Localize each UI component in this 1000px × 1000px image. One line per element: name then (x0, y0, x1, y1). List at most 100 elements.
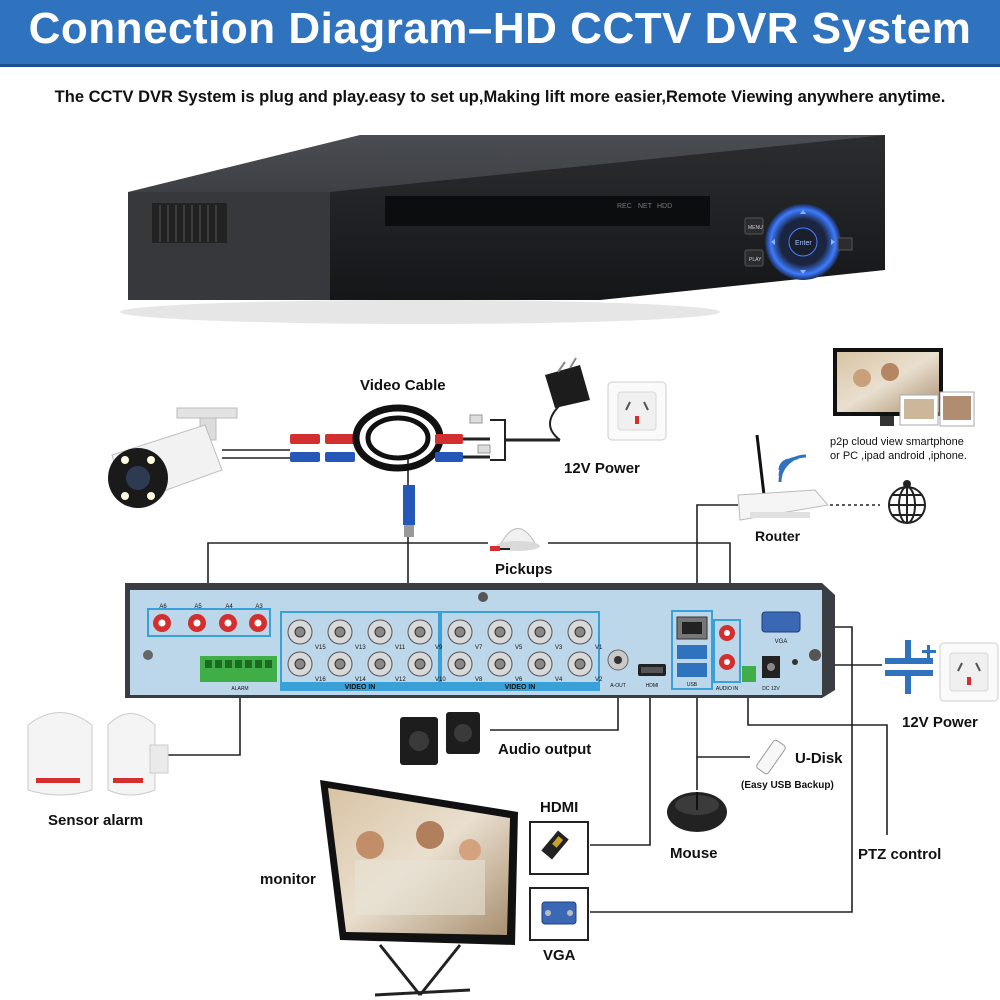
bullet-camera (108, 407, 238, 508)
bnc-port-center (334, 658, 346, 670)
bnc-port-center (534, 626, 546, 638)
bnc-label-v12: V12 (395, 677, 406, 683)
display-monitor (320, 780, 518, 997)
audio-out-port (607, 649, 629, 671)
cloud-view-line2: or PC ,ipad android ,iphone. (830, 450, 967, 462)
svg-text:A3: A3 (255, 604, 263, 610)
svg-text:A4: A4 (225, 604, 233, 610)
bnc-port-center (534, 658, 546, 670)
vga-cable-box (529, 887, 589, 941)
bnc-label-v9: V9 (435, 645, 443, 651)
hdmi-cable-box (529, 821, 589, 875)
bnc-port-center (454, 658, 466, 670)
indicator-net: NET (638, 203, 653, 210)
wall-socket-right (939, 642, 999, 702)
rca-a6 (153, 614, 171, 632)
svg-text:USB: USB (687, 682, 698, 688)
display-window (385, 196, 710, 226)
hdmi-label: HDMI (540, 799, 579, 816)
lan-usb-group (671, 610, 713, 690)
svg-text:DC 12V: DC 12V (762, 686, 780, 692)
title-banner: Connection Diagram–HD CCTV DVR System (0, 0, 1000, 67)
globe-icon (888, 480, 926, 524)
bnc-label-v14: V14 (355, 677, 366, 683)
audio-input-group (147, 608, 271, 637)
rca-a1 (719, 654, 735, 670)
audio-output-label: Audio output (498, 741, 592, 758)
bnc-port-center (334, 626, 346, 638)
bnc-port-center (454, 626, 466, 638)
video-cable-label: Video Cable (360, 377, 446, 394)
bnc-port-center (574, 626, 586, 638)
bnc-port-center (374, 626, 386, 638)
router-label: Router (755, 528, 801, 544)
svg-text:HDMI: HDMI (646, 683, 659, 689)
svg-text:Enter: Enter (795, 240, 812, 247)
bnc-port-center (294, 626, 306, 638)
usb-port-2 (677, 663, 707, 677)
u-disk-label: U-Disk (795, 750, 843, 767)
bnc-port-center (494, 626, 506, 638)
bnc-port-center (374, 658, 386, 670)
bnc-label-v8: V8 (475, 677, 483, 683)
wifi-icon (778, 454, 807, 483)
bnc-port-center (414, 626, 426, 638)
bnc-label-v16: V16 (315, 677, 326, 683)
dvr-front-view: REC NET HDD MENU PLAY Enter (120, 135, 885, 324)
sensor-alarm-label: Sensor alarm (48, 812, 144, 829)
sensor-alarm-devices (27, 712, 169, 796)
wall-socket-top (607, 381, 667, 441)
bnc-port-center (414, 658, 426, 670)
bnc-label-v6: V6 (515, 677, 523, 683)
dc-power-symbol (885, 640, 936, 694)
page-title: Connection Diagram–HD CCTV DVR System (28, 4, 972, 53)
rca-a5 (188, 614, 206, 632)
bnc-label-v5: V5 (515, 645, 523, 651)
monitor-label: monitor (260, 871, 316, 888)
mouse-label: Mouse (670, 845, 718, 862)
bnc-label-v3: V3 (555, 645, 563, 651)
mouse (667, 792, 727, 832)
pc-monitor-top (833, 348, 975, 427)
rca-a2 (719, 625, 735, 641)
bnc-port-center (494, 658, 506, 670)
power-right-label: 12V Power (902, 714, 978, 731)
bnc-port-center (294, 658, 306, 670)
bnc-label-v13: V13 (355, 645, 366, 651)
bnc-label-v4: V4 (555, 677, 563, 683)
bnc-port-center (574, 658, 586, 670)
cloud-view-line1: p2p cloud view smartphone (830, 436, 964, 448)
audio-in-group-right (713, 619, 741, 683)
rs485-terminal (742, 666, 756, 682)
usb-port-1 (677, 645, 707, 659)
svg-text:VIDEO IN: VIDEO IN (345, 684, 376, 691)
bnc-label-v7: V7 (475, 645, 483, 651)
usb-disk (756, 739, 786, 775)
svg-text:A5: A5 (194, 604, 202, 610)
video-cable (290, 404, 560, 537)
vent-grille (152, 203, 227, 243)
svg-text:VIDEO IN: VIDEO IN (505, 684, 536, 691)
power-adapter (545, 357, 590, 441)
play-button (744, 249, 764, 267)
rca-a4 (219, 614, 237, 632)
menu-button (744, 217, 764, 235)
svg-text:ALARM: ALARM (231, 686, 248, 692)
svg-text:A-OUT: A-OUT (610, 683, 626, 689)
indicator-hdd: HDD (657, 203, 672, 210)
svg-text:MENU: MENU (748, 225, 763, 231)
speakers (400, 712, 480, 765)
bnc-label-v10: V10 (435, 677, 446, 683)
svg-text:AUDIO IN: AUDIO IN (716, 686, 739, 692)
indicator-rec: REC (617, 203, 632, 210)
pickups-label: Pickups (495, 561, 553, 578)
svg-text:A6: A6 (159, 604, 167, 610)
usb-backup-label: (Easy USB Backup) (741, 780, 834, 791)
vga-label: VGA (543, 947, 576, 964)
rca-a3 (249, 614, 267, 632)
bnc-label-v1: V1 (595, 645, 603, 651)
pickup-microphone (490, 528, 540, 551)
